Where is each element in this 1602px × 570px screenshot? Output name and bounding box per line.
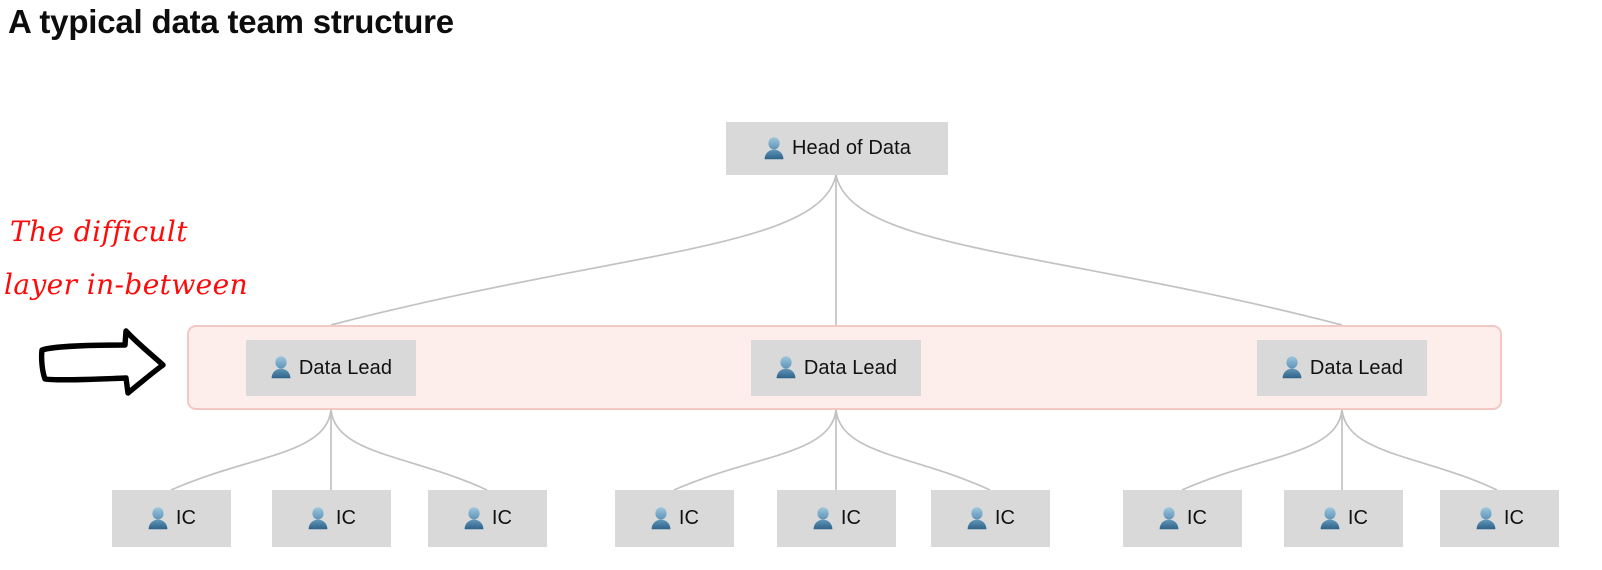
node-label: IC: [1503, 507, 1525, 529]
node-ic-3[interactable]: IC: [428, 490, 547, 547]
person-icon: [775, 356, 797, 380]
person-icon: [650, 506, 672, 531]
person-icon: [763, 136, 785, 161]
node-label: Data Lead: [803, 356, 898, 379]
node-data-lead-2[interactable]: Data Lead: [751, 340, 921, 396]
node-ic-7[interactable]: IC: [1123, 490, 1242, 547]
node-ic-6[interactable]: IC: [931, 490, 1050, 547]
page-title: A typical data team structure: [8, 3, 454, 40]
node-ic-8[interactable]: IC: [1284, 490, 1403, 547]
node-label: IC: [1347, 507, 1369, 529]
person-icon: [147, 506, 169, 531]
node-label: Data Lead: [298, 356, 393, 379]
node-label: Head of Data: [791, 137, 912, 159]
person-icon: [1158, 506, 1180, 531]
person-icon: [463, 506, 485, 531]
node-label: Data Lead: [1309, 356, 1404, 379]
node-ic-1[interactable]: IC: [112, 490, 231, 547]
person-icon: [1319, 506, 1341, 531]
hand-drawn-right-arrow-icon: [38, 328, 166, 396]
person-icon: [812, 506, 834, 531]
node-label: IC: [491, 507, 513, 529]
node-label: IC: [335, 507, 357, 529]
node-label: IC: [175, 507, 197, 529]
annotation-line-2: layer in-between: [4, 268, 249, 301]
node-ic-4[interactable]: IC: [615, 490, 734, 547]
person-icon: [1281, 356, 1303, 380]
person-icon: [966, 506, 988, 531]
node-ic-5[interactable]: IC: [777, 490, 896, 547]
node-head-of-data[interactable]: Head of Data: [726, 122, 948, 175]
node-label: IC: [840, 507, 862, 529]
annotation-line-1: The difficult: [10, 215, 188, 248]
node-label: IC: [1186, 507, 1208, 529]
node-data-lead-3[interactable]: Data Lead: [1257, 340, 1427, 396]
person-icon: [270, 356, 292, 380]
node-ic-9[interactable]: IC: [1440, 490, 1559, 547]
person-icon: [1475, 506, 1497, 531]
node-data-lead-1[interactable]: Data Lead: [246, 340, 416, 396]
node-label: IC: [994, 507, 1016, 529]
person-icon: [307, 506, 329, 531]
node-ic-2[interactable]: IC: [272, 490, 391, 547]
node-label: IC: [678, 507, 700, 529]
